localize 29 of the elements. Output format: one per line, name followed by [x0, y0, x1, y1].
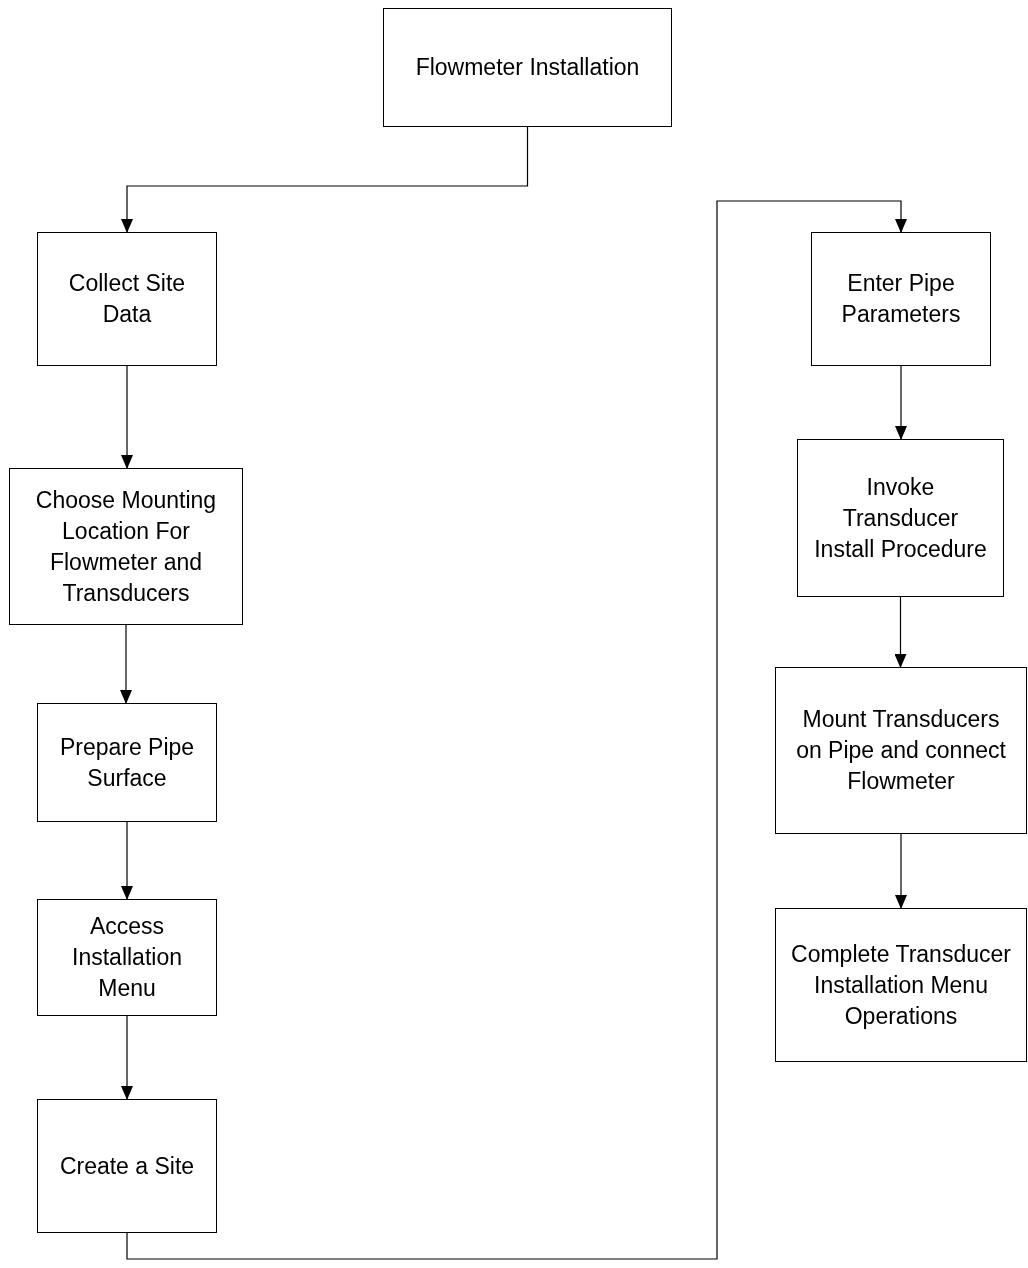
arrow — [126, 200, 907, 1260]
arrow — [121, 365, 133, 469]
step-label: Create a Site — [59, 1151, 195, 1181]
step-label: Mount Transducers on Pipe and connect Flowmeter — [795, 705, 1007, 796]
step-label: Choose Mounting Location For Flowmeter and Transducers — [34, 485, 218, 608]
arrow — [895, 365, 907, 440]
arrow — [121, 1015, 133, 1100]
step-label: Complete Transducer Installation Menu Operations — [790, 939, 1012, 1031]
process-box — [797, 439, 1004, 597]
process-box — [37, 232, 217, 366]
arrow — [895, 833, 907, 909]
step-label: Collect Site Data — [67, 269, 187, 329]
step-label: Invoke Transducer Install Procedure — [813, 472, 988, 564]
process-box — [37, 703, 217, 822]
arrow — [120, 624, 132, 704]
step-label: Prepare Pipe Surface — [58, 732, 196, 793]
step-label: Access Installation Menu — [71, 912, 183, 1003]
arrow — [894, 596, 907, 668]
process-box — [775, 908, 1027, 1062]
arrow — [121, 126, 529, 233]
process-box — [775, 667, 1027, 834]
process-box — [37, 899, 217, 1016]
arrow — [121, 821, 133, 900]
step-label: Flowmeter Installation — [415, 53, 640, 82]
process-box — [811, 232, 991, 366]
process-box — [383, 8, 672, 127]
process-box — [9, 468, 243, 625]
step-label: Enter Pipe Parameters — [840, 269, 962, 329]
process-box — [37, 1099, 217, 1233]
